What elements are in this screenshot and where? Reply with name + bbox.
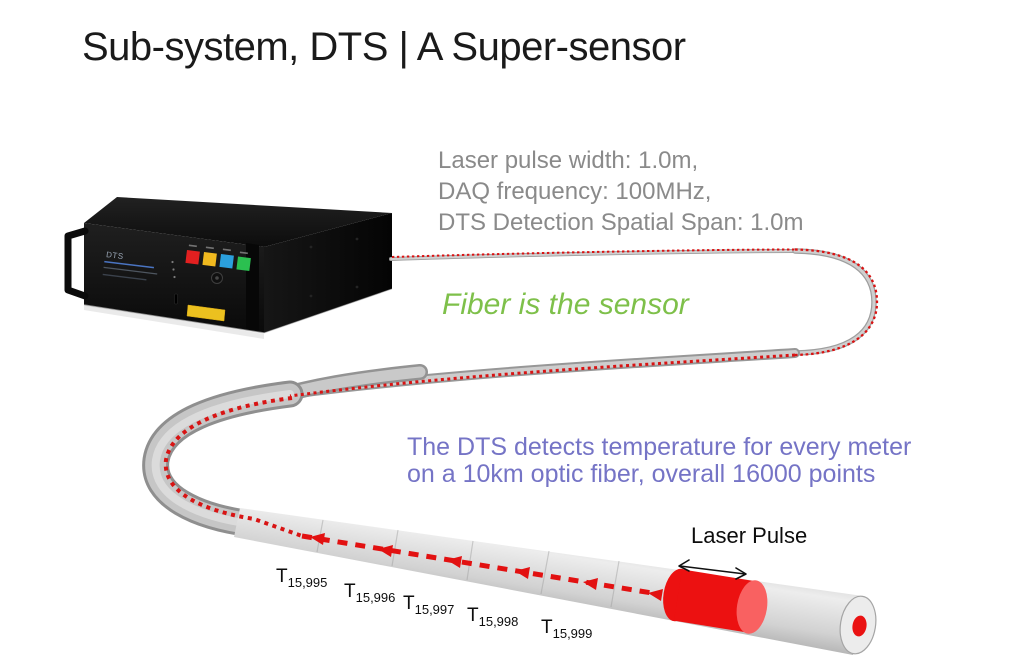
device-yellow-label (186, 304, 226, 322)
dots-right-uturn (794, 248, 879, 357)
device-slot (174, 293, 178, 305)
device-front-bottom-edge (83, 304, 265, 334)
optic-fiber (142, 248, 879, 655)
temp-symbol: T (403, 593, 415, 614)
screw (309, 245, 313, 249)
arrowhead-left-icon (648, 589, 663, 601)
device-logo: DTS (102, 250, 158, 281)
fiber-end-face (839, 595, 877, 655)
temperature-label: T15,998 (467, 605, 519, 629)
button-caption (222, 248, 231, 252)
indicator-dot (172, 268, 175, 271)
device-knob-center (215, 276, 219, 280)
device-logo-text: DTS (106, 250, 124, 261)
pulse-width-arrow-icon (678, 559, 747, 580)
arrow-head-left (678, 559, 690, 572)
arrowhead-left-icon (515, 567, 530, 579)
temp-index: 15,995 (287, 575, 328, 590)
temp-symbol: T (467, 605, 479, 626)
tube-seam (540, 550, 550, 595)
laser-pulse-section (663, 568, 768, 634)
device-indicator-dots (171, 260, 176, 279)
detection-caption-line: on a 10km optic fiber, overall 16000 poi… (407, 460, 876, 488)
spec-line: Laser pulse width: 1.0m, (438, 147, 699, 174)
temperature-label: T15,997 (403, 593, 455, 617)
light-path-dots (163, 248, 879, 601)
temperature-label: T15,996 (344, 581, 396, 605)
device-right-handle (246, 243, 259, 332)
fiber-right-uturn-outer (792, 248, 877, 356)
device-side-bottom-edge (263, 288, 393, 334)
arrowhead-left-icon (310, 533, 325, 545)
temp-index: 15,996 (355, 590, 396, 605)
temp-symbol: T (344, 581, 356, 602)
button-caption (205, 246, 214, 250)
screw (355, 237, 359, 241)
fiber-thin-core (389, 249, 797, 261)
detection-caption-line: The DTS detects temperature for every me… (407, 433, 912, 461)
device-side-face (264, 213, 392, 333)
device-button-blue[interactable] (219, 253, 234, 269)
tube-seam (610, 560, 620, 608)
laser-specs-text: Laser pulse width: 1.0m, DAQ frequency: … (438, 145, 804, 238)
button-caption (188, 244, 197, 248)
arrowhead-left-icon (378, 545, 393, 557)
temperature-label: T15,995 (276, 566, 328, 590)
tube-seams (316, 519, 620, 608)
screw (355, 285, 359, 289)
dots-left-uturn (163, 396, 303, 538)
device-logo-line-blue (104, 260, 155, 269)
temperature-label: T15,999 (541, 617, 593, 641)
device-indicator-buttons (185, 244, 251, 271)
device-front-face (84, 223, 264, 333)
temp-index: 15,997 (414, 602, 455, 617)
device-logo-line-dark (102, 273, 147, 281)
dts-instrument: DTS (64, 197, 393, 339)
tube-seam (391, 529, 399, 567)
temp-index: 15,998 (478, 614, 519, 629)
fiber-left-uturn-highlight (151, 390, 294, 528)
dots-thin-run (391, 248, 796, 258)
indicator-dot (171, 260, 174, 264)
backscatter-arrowheads (310, 533, 663, 601)
fiber-sensor-caption: Fiber is the sensor (442, 288, 689, 321)
spec-line: DTS Detection Spatial Span: 1.0m (438, 209, 804, 236)
arrow-head-right (735, 567, 747, 580)
device-button-red[interactable] (185, 249, 200, 265)
device-side-screws (309, 237, 359, 298)
tube-seam (466, 540, 474, 581)
temp-symbol: T (541, 617, 553, 638)
pulse-right-face (736, 580, 768, 634)
screw (309, 294, 313, 298)
device-button-yellow[interactable] (202, 252, 217, 267)
spec-line: DAQ frequency: 100MHz, (438, 178, 712, 205)
temp-index: 15,999 (552, 626, 593, 641)
device-left-handle (64, 227, 89, 300)
device-button-green[interactable] (236, 256, 251, 271)
dots-return-run (289, 353, 796, 398)
indicator-dot (173, 275, 176, 279)
device-logo-line-gray (103, 266, 158, 275)
fiber-right-uturn-core (793, 249, 876, 355)
button-caption (239, 251, 248, 255)
device-shadow (84, 305, 264, 339)
device-top-face (84, 197, 392, 247)
detection-caption: The DTS detects temperature for every me… (407, 434, 911, 488)
temp-symbol: T (276, 566, 288, 587)
arrow-shaft (679, 565, 746, 575)
page-title: Sub-system, DTS | A Super-sensor (82, 25, 686, 69)
fiber-core-dot (852, 615, 867, 637)
laser-pulse-label: Laser Pulse (691, 523, 808, 548)
arrowhead-left-icon (447, 556, 462, 568)
arrowhead-left-icon (583, 578, 598, 590)
